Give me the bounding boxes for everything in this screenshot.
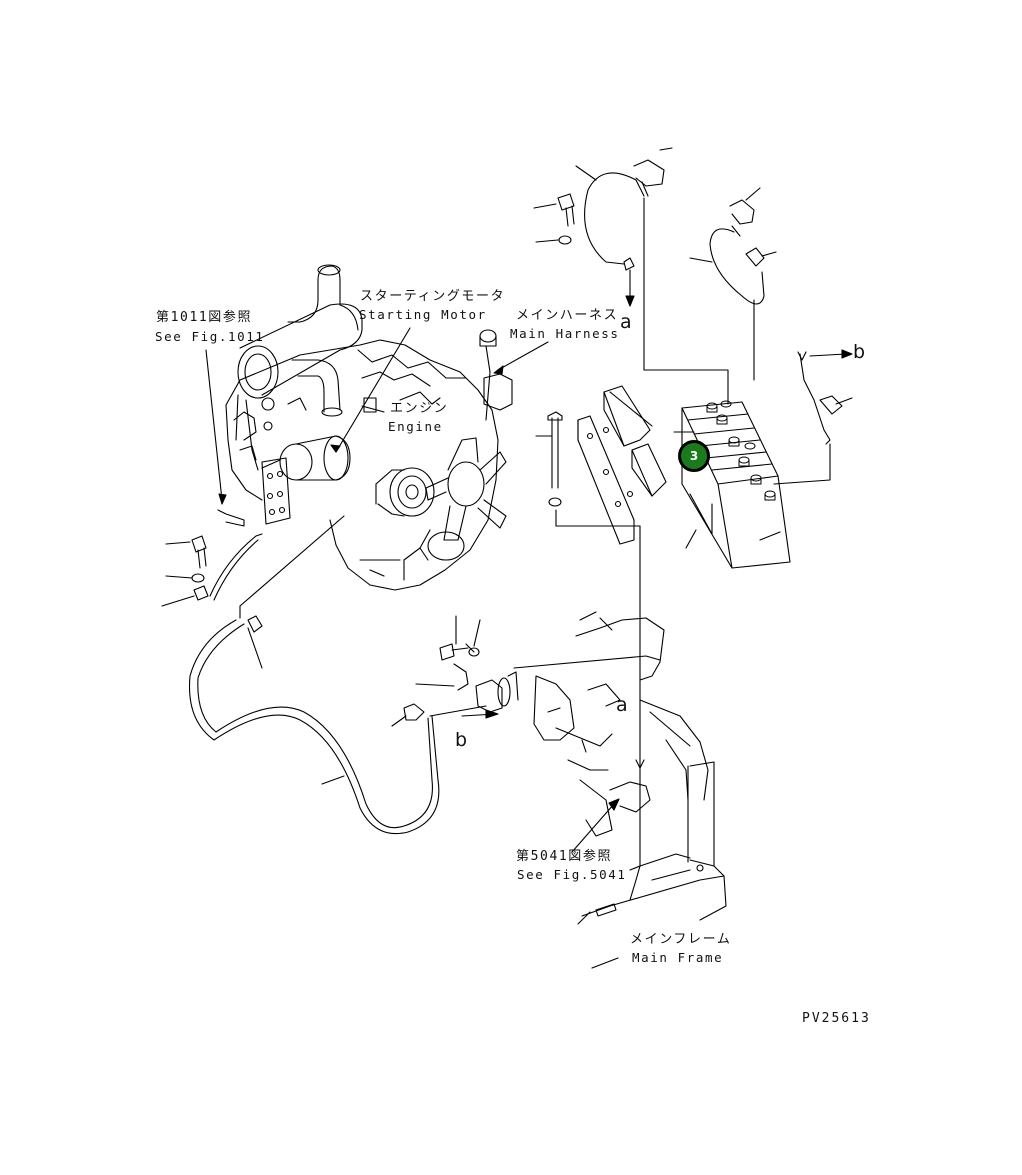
see-fig-1011-label-en: See Fig.1011 [155, 329, 265, 344]
lower-fittings [415, 615, 519, 719]
main-frame-label-en: Main Frame [632, 950, 724, 965]
connection-mark-b-top: b [853, 341, 866, 363]
engine-drawing [225, 264, 513, 591]
connection-mark-a-top: a [620, 311, 632, 333]
engine-label-ja: エンジン [390, 401, 449, 416]
see-fig-5041-label-en: See Fig.5041 [517, 867, 627, 882]
main-harness-label-ja: メインハーネス [516, 308, 619, 323]
battery-drawing [643, 197, 791, 569]
drawing-id: PV25613 [802, 1011, 871, 1026]
engine-label-en: Engine [388, 419, 443, 434]
part-callout-3[interactable]: 3 [678, 440, 710, 472]
starting-motor-label-ja: スターティングモータ [360, 289, 506, 304]
battery-cable-right [689, 187, 853, 485]
main-frame-label-ja: メインフレーム [630, 932, 732, 947]
see-fig-1011-label-ja: 第1011図参照 [156, 310, 253, 325]
see-fig-5041-label-ja: 第5041図参照 [516, 849, 613, 864]
battery-brackets [535, 385, 667, 867]
leader-lines [205, 327, 697, 969]
connection-mark-a-bottom: a [616, 694, 628, 716]
battery-cable-top [533, 147, 673, 307]
main-frame-drawing [513, 611, 727, 925]
main-harness-label-en: Main Harness [510, 326, 620, 341]
connection-mark-b-bottom: b [455, 729, 468, 751]
starting-motor-label-en: Starting Motor [359, 307, 487, 322]
lower-left-cable [161, 509, 440, 835]
